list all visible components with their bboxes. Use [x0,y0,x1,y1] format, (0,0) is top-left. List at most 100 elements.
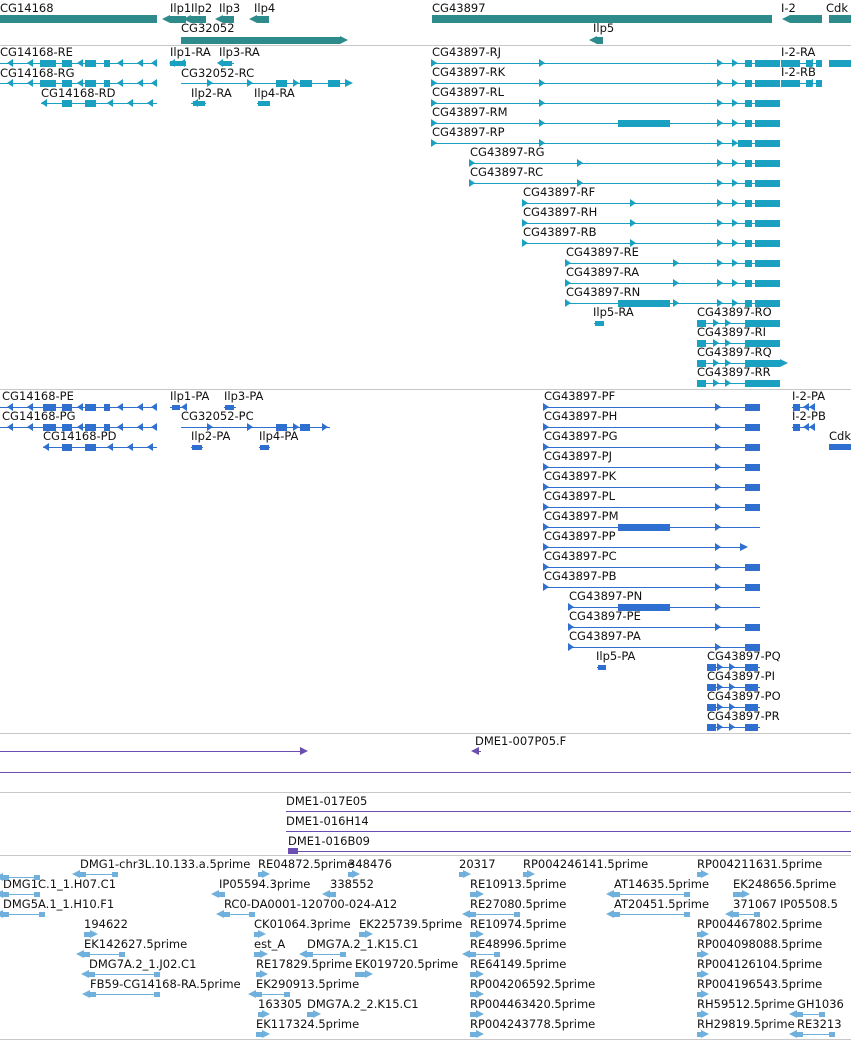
label-cg43897-rc[interactable]: CG43897-RC [470,165,544,179]
label-cg43897-rf[interactable]: CG43897-RF [523,185,596,199]
label-cg43897-pm[interactable]: CG43897-PM [544,509,619,523]
label-ilp5-pa[interactable]: Ilp5-PA [596,649,636,663]
label-cg14168-pd[interactable]: CG14168-PD [43,429,117,443]
label-ilp5[interactable]: Ilp5 [593,21,615,35]
label-cg14168-pe[interactable]: CG14168-PE [2,389,74,403]
label-cg43897-pf[interactable]: CG43897-PF [544,389,616,403]
label-cg43897-ph[interactable]: CG43897-PH [544,409,618,423]
label-cg43897-pc[interactable]: CG43897-PC [544,549,617,563]
label-338552[interactable]: 338552 [330,877,374,891]
label-cg43897-pk[interactable]: CG43897-PK [544,469,617,483]
label-dmg5a-1-1-h10-f1[interactable]: DMG5A.1_1.H10.F1 [3,897,115,911]
label-cg43897-pb[interactable]: CG43897-PB [544,569,617,583]
label-cg43897-rj[interactable]: CG43897-RJ [432,45,502,59]
label-ek225739-5prime[interactable]: EK225739.5prime [359,917,463,931]
label-cg32052[interactable]: CG32052 [181,21,235,35]
label-re27080-5prime[interactable]: RE27080.5prime [470,897,567,911]
label-cg43897-rh[interactable]: CG43897-RH [523,205,598,219]
label-ek290913-5prime[interactable]: EK290913.5prime [256,977,360,991]
label-rp004246141-5prime[interactable]: RP004246141.5prime [523,857,649,871]
label-cdk[interactable]: Cdk [826,1,848,15]
label-rp004196543-5prime[interactable]: RP004196543.5prime [697,977,823,991]
label-fb59-cg14168-ra-5prime[interactable]: FB59-CG14168-RA.5prime [90,977,241,991]
label-cg43897-rl[interactable]: CG43897-RL [432,85,505,99]
label-371067[interactable]: 371067 [733,897,777,911]
label-ek248656-5prime[interactable]: EK248656.5prime [733,877,837,891]
label-re04872-5prime[interactable]: RE04872.5prime [258,857,355,871]
label-ilp4-ra[interactable]: Ilp4-RA [254,86,295,100]
label-i-2-rb[interactable]: I-2-RB [781,65,816,79]
label-20317[interactable]: 20317 [459,857,496,871]
label-ilp4[interactable]: Ilp4 [254,1,276,15]
label-est-a[interactable]: est_A [254,937,286,951]
label-re17829-5prime[interactable]: RE17829.5prime [256,957,353,971]
label-i-2-ra[interactable]: I-2-RA [781,45,816,59]
label-cg43897-rr[interactable]: CG43897-RR [697,365,771,379]
label-cg43897-re[interactable]: CG43897-RE [566,245,639,259]
label-cg14168[interactable]: CG14168 [0,1,54,15]
label-348476[interactable]: 348476 [348,857,392,871]
label-i-2-pa[interactable]: I-2-PA [792,389,826,403]
label-cg43897-pg[interactable]: CG43897-PG [544,429,618,443]
label-cg14168-rd[interactable]: CG14168-RD [41,86,116,100]
label-cg43897-pi[interactable]: CG43897-PI [707,669,776,683]
label-cg32052-pc[interactable]: CG32052-PC [181,409,254,423]
label-rp004098088-5prime[interactable]: RP004098088.5prime [697,937,823,951]
label-cg43897[interactable]: CG43897 [432,1,486,15]
label-cg32052-rc[interactable]: CG32052-RC [181,66,255,80]
label-dme1-007p05-f[interactable]: DME1-007P05.F [475,734,567,748]
label-163305[interactable]: 163305 [258,997,302,1011]
label-i-2[interactable]: I-2 [781,1,796,15]
label-ilp2[interactable]: Ilp2 [191,1,213,15]
label-cg43897-rb[interactable]: CG43897-RB [523,225,597,239]
label-re48996-5prime[interactable]: RE48996.5prime [470,937,567,951]
label-cg43897-rq[interactable]: CG43897-RQ [697,345,772,359]
label-rp004206592-5prime[interactable]: RP004206592.5prime [470,977,596,991]
label-ilp2-ra[interactable]: Ilp2-RA [191,86,232,100]
label-cg43897-rk[interactable]: CG43897-RK [432,65,506,79]
label-dmg7a-2-1-k15-c1[interactable]: DMG7A.2_1.K15.C1 [307,937,419,951]
label-dmg1c-1-1-h07-c1[interactable]: DMG1C.1_1.H07.C1 [3,877,117,891]
label-cg43897-pq[interactable]: CG43897-PQ [707,649,781,663]
label-ilp1-pa[interactable]: Ilp1-PA [170,389,210,403]
label-cg14168-rg[interactable]: CG14168-RG [0,66,75,80]
label-cdk[interactable]: Cdk [829,429,851,443]
label-rp004463420-5prime[interactable]: RP004463420.5prime [470,997,596,1011]
label-ek019720-5prime[interactable]: EK019720.5prime [355,957,459,971]
label-rh59512-5prime[interactable]: RH59512.5prime [697,997,795,1011]
label-ilp3-ra[interactable]: Ilp3-RA [219,45,260,59]
label-at20451-5prime[interactable]: AT20451.5prime [614,897,710,911]
label-cg43897-pj[interactable]: CG43897-PJ [544,449,613,463]
label-i-2-pb[interactable]: I-2-PB [792,409,826,423]
label-rc0-da0001-120700-024-a12[interactable]: RC0-DA0001-120700-024-A12 [224,897,398,911]
label-cg43897-rm[interactable]: CG43897-RM [432,105,508,119]
label-ilp5-ra[interactable]: Ilp5-RA [593,305,634,319]
label-at14635-5prime[interactable]: AT14635.5prime [614,877,710,891]
label-re64149-5prime[interactable]: RE64149.5prime [470,957,567,971]
label-rp004211631-5prime[interactable]: RP004211631.5prime [697,857,823,871]
label-ilp1[interactable]: Ilp1 [170,1,192,15]
label-cg14168-pg[interactable]: CG14168-PG [2,409,76,423]
label-dmg7a-2-1-j02-c1[interactable]: DMG7A.2_1.J02.C1 [89,957,197,971]
label-ck01064-3prime[interactable]: CK01064.3prime [254,917,351,931]
label-cg43897-ro[interactable]: CG43897-RO [697,305,772,319]
label-ilp3-pa[interactable]: Ilp3-PA [224,389,264,403]
label-cg43897-ri[interactable]: CG43897-RI [697,325,767,339]
label-cg43897-pe[interactable]: CG43897-PE [569,609,641,623]
label-rh29819-5prime[interactable]: RH29819.5prime [697,1017,795,1031]
label-cg43897-pl[interactable]: CG43897-PL [544,489,616,503]
label-cg43897-rg[interactable]: CG43897-RG [470,145,545,159]
label-ilp1-ra[interactable]: Ilp1-RA [170,45,211,59]
label-re10913-5prime[interactable]: RE10913.5prime [470,877,567,891]
label-ip05594-3prime[interactable]: IP05594.3prime [219,877,311,891]
label-ek142627-5prime[interactable]: EK142627.5prime [84,937,188,951]
label-dme1-016b09[interactable]: DME1-016B09 [288,834,370,848]
label-dmg1-chr3l-10-133-a-5prime[interactable]: DMG1-chr3L.10.133.a.5prime [80,857,251,871]
label-re10974-5prime[interactable]: RE10974.5prime [470,917,567,931]
label-ilp3[interactable]: Ilp3 [219,1,241,15]
label-cg43897-pn[interactable]: CG43897-PN [569,589,643,603]
label-cg43897-po[interactable]: CG43897-PO [707,689,781,703]
label-ilp4-pa[interactable]: Ilp4-PA [259,429,299,443]
label-194622[interactable]: 194622 [84,917,128,931]
label-ilp2-pa[interactable]: Ilp2-PA [191,429,231,443]
